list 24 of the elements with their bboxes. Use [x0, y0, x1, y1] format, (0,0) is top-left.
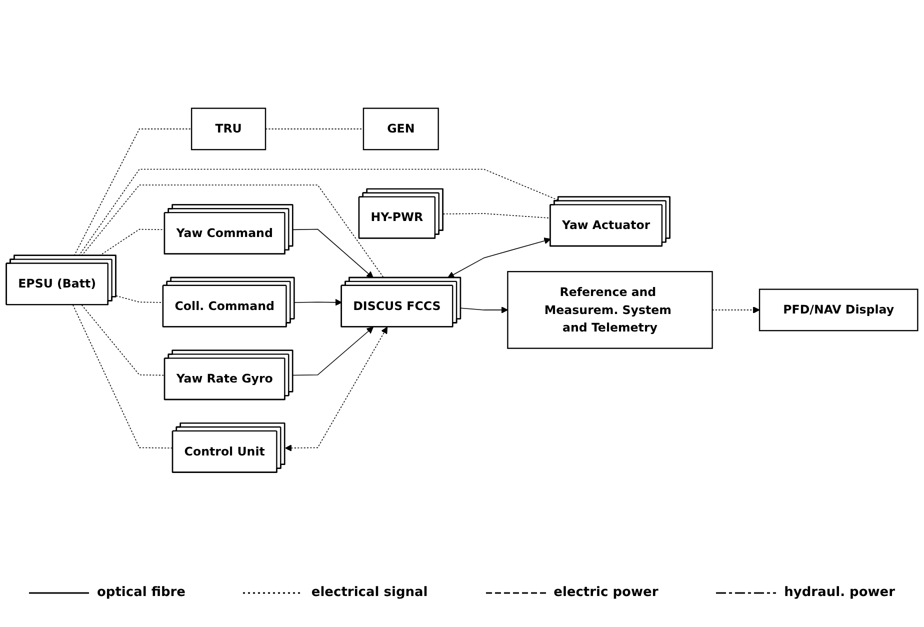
arrow: [292, 326, 374, 376]
connector: [81, 184, 384, 278]
connector: [74, 128, 192, 256]
arrow: [284, 326, 388, 452]
legend-text: electrical signal: [311, 585, 428, 600]
arrow: [712, 306, 760, 314]
connector: [99, 228, 166, 256]
legend-text: electric power: [554, 585, 658, 600]
connector: [265, 128, 364, 130]
block-diagram: EPSU (Batt) TRU GEN HY-PWR Yaw Command Coll. Command DISCUS FCCS Yaw Actuator Yaw Rate Gyro Control Unit Reference and Measurem. System and Telemetry PFD/NAV Display: [0, 102, 924, 478]
node-box: [758, 288, 918, 331]
connector: [81, 304, 166, 376]
node-box: [362, 107, 439, 150]
connector: [72, 304, 174, 448]
legend-text: optical fibre: [96, 585, 186, 600]
node-box: [507, 270, 713, 349]
arrow: [447, 237, 551, 278]
arrow: [294, 298, 342, 306]
arrow: [460, 306, 508, 314]
arrow: [292, 228, 374, 278]
connector: [442, 212, 551, 218]
legend-text: hydraul. power: [784, 585, 896, 600]
connector: [116, 295, 164, 303]
node-box: [190, 107, 266, 150]
